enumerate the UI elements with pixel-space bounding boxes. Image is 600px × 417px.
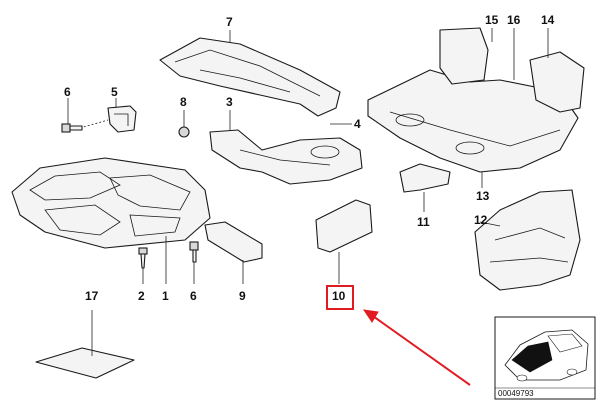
callout-14: 14 bbox=[541, 13, 555, 27]
part-17-flat-sheet[interactable] bbox=[35, 347, 135, 379]
callout-2: 2 bbox=[138, 289, 145, 303]
part-10-insulation-pad[interactable] bbox=[315, 199, 373, 253]
callout-6-left: 6 bbox=[64, 85, 71, 99]
part-1-hood-insulation[interactable] bbox=[11, 157, 211, 249]
part-8-clip[interactable] bbox=[178, 126, 190, 138]
callout-15: 15 bbox=[485, 13, 499, 27]
callout-5: 5 bbox=[111, 85, 118, 99]
callout-1: 1 bbox=[162, 289, 169, 303]
part-6-screw-right[interactable] bbox=[189, 241, 199, 263]
callout-10: 10 bbox=[332, 289, 346, 303]
part-11-wedge[interactable] bbox=[399, 163, 451, 193]
callout-16: 16 bbox=[507, 13, 521, 27]
part-9-side-panel[interactable] bbox=[204, 221, 263, 263]
car-thumbnail: 00049793 bbox=[494, 316, 596, 400]
callout-17: 17 bbox=[85, 289, 99, 303]
red-arrow-icon bbox=[362, 309, 471, 386]
callout-4: 4 bbox=[354, 117, 361, 131]
callout-3: 3 bbox=[226, 95, 233, 109]
callout-13: 13 bbox=[476, 189, 490, 203]
callout-8: 8 bbox=[180, 95, 187, 109]
part-3-bulkhead-panel[interactable] bbox=[209, 129, 363, 185]
part-5-bracket[interactable] bbox=[107, 105, 137, 133]
part-6-screw-left[interactable] bbox=[61, 123, 83, 133]
part-2-clip[interactable] bbox=[138, 247, 148, 269]
part-15-upright-piece[interactable] bbox=[439, 27, 489, 85]
callout-6-right: 6 bbox=[190, 289, 197, 303]
part-14-rear-piece[interactable] bbox=[529, 51, 585, 113]
thumbnail-code: 00049793 bbox=[498, 389, 534, 398]
callout-11: 11 bbox=[417, 215, 430, 229]
part-7-cowl-panel[interactable] bbox=[159, 37, 341, 117]
highlight-box bbox=[326, 285, 354, 310]
callout-9: 9 bbox=[239, 289, 246, 303]
callout-12: 12 bbox=[474, 213, 488, 227]
part-12-footwell-piece[interactable] bbox=[474, 189, 581, 291]
callout-7: 7 bbox=[226, 15, 233, 29]
